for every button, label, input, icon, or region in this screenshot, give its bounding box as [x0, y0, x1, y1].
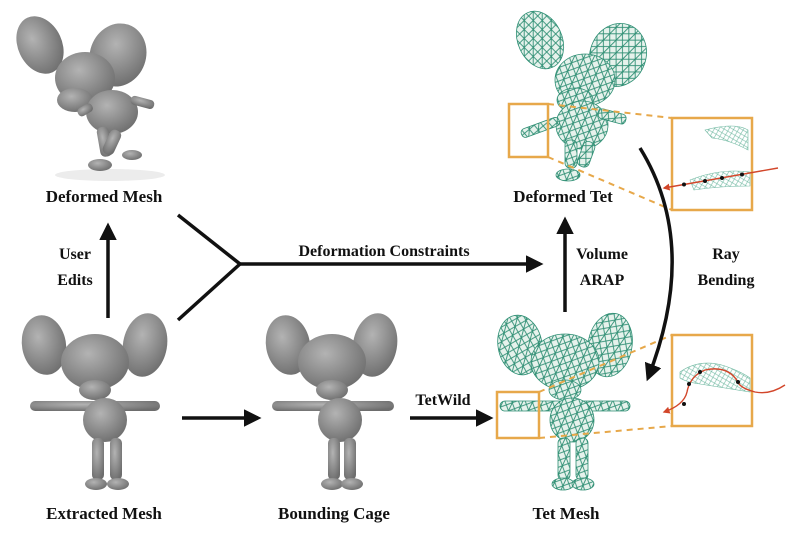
labels: Deformed Mesh Extracted Mesh Bounding Ca…: [46, 187, 755, 523]
callout-line: [538, 425, 673, 439]
extracted-mesh-figure: [21, 313, 168, 490]
ray-bending-label-line1: Ray: [712, 246, 740, 263]
user-edits-label-line1: User: [59, 246, 91, 263]
tet-mesh-highlight-box: [495, 390, 541, 440]
callout-line: [547, 103, 673, 119]
deformed-tet-label: Deformed Tet: [513, 187, 613, 206]
tet-mesh-label: Tet Mesh: [533, 504, 600, 523]
bent-ray: [662, 368, 786, 414]
deformed-tet-highlight-box: [507, 102, 550, 159]
deformed-mesh-label: Deformed Mesh: [46, 187, 163, 206]
volume-arap-label-line2: ARAP: [580, 272, 625, 289]
deformed-tet-figure: [515, 10, 647, 182]
user-edits-label-line2: Edits: [57, 272, 93, 289]
callout-line: [547, 156, 673, 211]
deformed-mesh-figure: [16, 16, 165, 181]
bounding-cage-figure: [265, 313, 398, 490]
edges: [99, 147, 674, 427]
tet-mesh-figure: [497, 312, 633, 491]
ray-bending-label-line2: Bending: [698, 272, 755, 289]
zoom-callouts: [495, 102, 786, 440]
extracted-mesh-label: Extracted Mesh: [46, 504, 162, 523]
ray-bending-arrow: [638, 147, 674, 382]
callout-line: [538, 334, 673, 393]
merge-line-lower: [176, 262, 242, 322]
merge-line-upper: [176, 213, 242, 266]
volume-arap-label-line1: Volume: [576, 246, 628, 263]
bounding-cage-label: Bounding Cage: [278, 504, 390, 523]
deformation-constraints-label: Deformation Constraints: [298, 243, 469, 260]
tetwild-label: TetWild: [415, 392, 470, 409]
